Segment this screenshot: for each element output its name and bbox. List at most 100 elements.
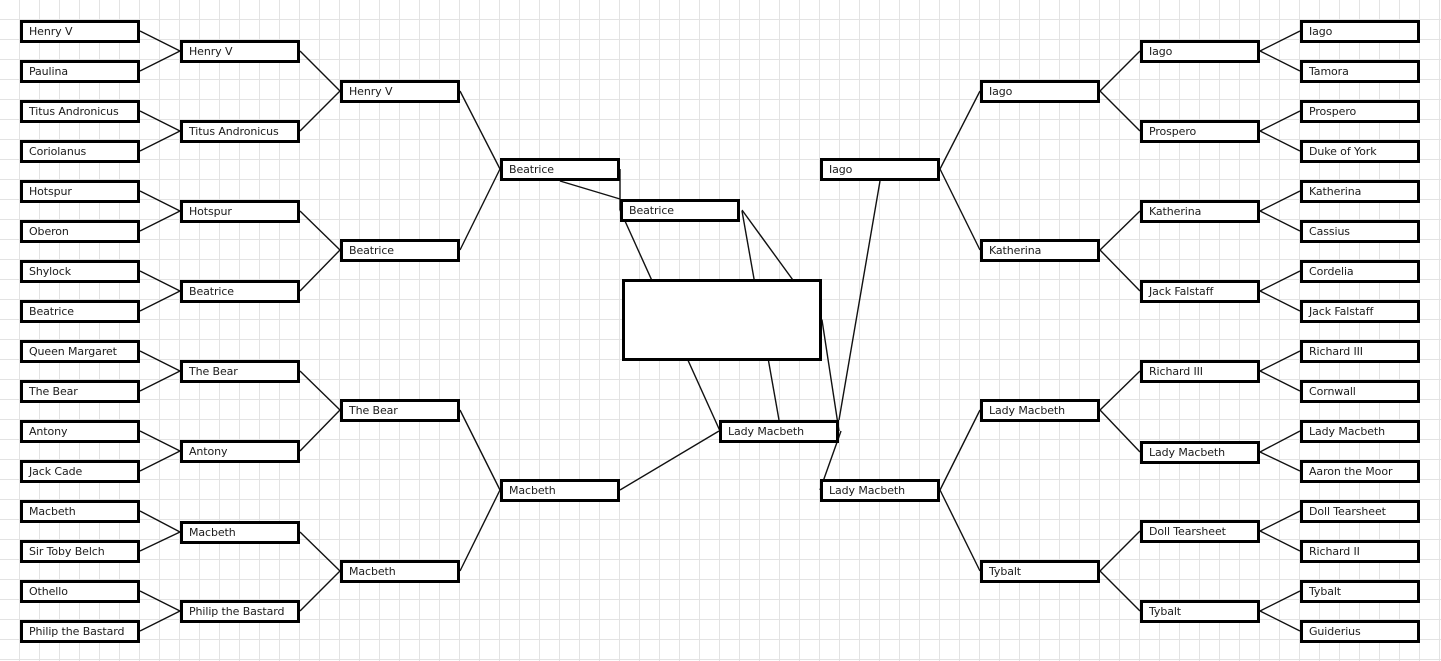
- bracket-node-left-round1-14-othello[interactable]: Othello: [20, 580, 140, 603]
- bracket-node-right-round2-13-richard-ii[interactable]: Richard II: [1300, 540, 1420, 563]
- bracket-connector: [559, 180, 621, 200]
- bracket-connector: [1259, 350, 1301, 372]
- bracket-node-left-round1-6-shylock[interactable]: Shylock: [20, 260, 140, 283]
- bracket-node-label: Paulina: [29, 65, 68, 78]
- bracket-node-label: Doll Tearsheet: [1149, 525, 1226, 538]
- bracket-node-right-round3-2-katherina[interactable]: Katherina: [1140, 200, 1260, 223]
- bracket-node-left-round2-0-henry-v[interactable]: Henry V: [180, 40, 300, 63]
- bracket-node-left-round1-3-coriolanus[interactable]: Coriolanus: [20, 140, 140, 163]
- bracket-node-left-round4-1-macbeth[interactable]: Macbeth: [500, 479, 620, 502]
- bracket-connector: [139, 30, 181, 52]
- bracket-node-left-round3-1-beatrice[interactable]: Beatrice: [340, 239, 460, 262]
- bracket-connector: [299, 90, 341, 132]
- bracket-node-label: Lady Macbeth: [1309, 425, 1385, 438]
- bracket-node-right-round2-14-tybalt[interactable]: Tybalt: [1300, 580, 1420, 603]
- bracket-node-left-round2-7-philip-the-bastard[interactable]: Philip the Bastard: [180, 600, 300, 623]
- bracket-node-right-round2-3-duke-of-york[interactable]: Duke of York: [1300, 140, 1420, 163]
- bracket-node-label: Tamora: [1309, 65, 1349, 78]
- bracket-node-left-round2-1-titus-andronicus[interactable]: Titus Andronicus: [180, 120, 300, 143]
- bracket-node-label: Tybalt: [1309, 585, 1342, 598]
- bracket-node-label: Doll Tearsheet: [1309, 505, 1386, 518]
- bracket-node-right-round5-1-lady-macbeth[interactable]: Lady Macbeth: [820, 479, 940, 502]
- bracket-connector: [139, 450, 181, 472]
- bracket-node-left-round1-9-the-bear[interactable]: The Bear: [20, 380, 140, 403]
- bracket-node-right-round4-1-katherina[interactable]: Katherina: [980, 239, 1100, 262]
- bracket-node-left-round1-12-macbeth[interactable]: Macbeth: [20, 500, 140, 523]
- bracket-node-left-round1-7-beatrice[interactable]: Beatrice: [20, 300, 140, 323]
- bracket-node-label: Guiderius: [1309, 625, 1361, 638]
- bracket-node-left-round5-0-beatrice[interactable]: Beatrice: [620, 199, 740, 222]
- bracket-node-label: Katherina: [1309, 185, 1362, 198]
- bracket-node-right-round3-1-prospero[interactable]: Prospero: [1140, 120, 1260, 143]
- bracket-node-label: Henry V: [189, 45, 233, 58]
- bracket-connector: [459, 409, 501, 491]
- bracket-node-left-round2-3-beatrice[interactable]: Beatrice: [180, 280, 300, 303]
- bracket-node-left-round2-5-antony[interactable]: Antony: [180, 440, 300, 463]
- bracket-connector: [1259, 610, 1301, 632]
- bracket-node-right-round3-4-richard-iii[interactable]: Richard III: [1140, 360, 1260, 383]
- bracket-node-left-round1-1-paulina[interactable]: Paulina: [20, 60, 140, 83]
- bracket-node-right-round4-2-lady-macbeth[interactable]: Lady Macbeth: [980, 399, 1100, 422]
- bracket-node-left-round1-5-oberon[interactable]: Oberon: [20, 220, 140, 243]
- bracket-node-left-round1-0-henry-v[interactable]: Henry V: [20, 20, 140, 43]
- bracket-node-left-round1-11-jack-cade[interactable]: Jack Cade: [20, 460, 140, 483]
- bracket-connector: [1259, 430, 1301, 453]
- bracket-connector: [939, 90, 981, 170]
- bracket-node-left-round1-8-queen-margaret[interactable]: Queen Margaret: [20, 340, 140, 363]
- bracket-node-left-round3-2-the-bear[interactable]: The Bear: [340, 399, 460, 422]
- bracket-connector: [1259, 451, 1301, 472]
- bracket-node-left-round1-10-antony[interactable]: Antony: [20, 420, 140, 443]
- bracket-connector: [139, 110, 181, 132]
- bracket-node-left-round4-0-beatrice[interactable]: Beatrice: [500, 158, 620, 181]
- bracket-connector: [1099, 570, 1141, 612]
- bracket-connector: [299, 50, 341, 92]
- bracket-node-right-round2-4-katherina[interactable]: Katherina: [1300, 180, 1420, 203]
- bracket-node-right-round3-3-jack-falstaff[interactable]: Jack Falstaff: [1140, 280, 1260, 303]
- bracket-connector: [299, 570, 341, 612]
- bracket-node-right-round4-0-iago[interactable]: Iago: [980, 80, 1100, 103]
- bracket-node-right-round2-7-jack-falstaff[interactable]: Jack Falstaff: [1300, 300, 1420, 323]
- bracket-node-left-round3-3-macbeth[interactable]: Macbeth: [340, 560, 460, 583]
- bracket-node-label: Shylock: [29, 265, 71, 278]
- bracket-node-right-round3-6-doll-tearsheet[interactable]: Doll Tearsheet: [1140, 520, 1260, 543]
- bracket-node-right-round2-15-guiderius[interactable]: Guiderius: [1300, 620, 1420, 643]
- bracket-node-right-round2-12-doll-tearsheet[interactable]: Doll Tearsheet: [1300, 500, 1420, 523]
- bracket-node-left-round2-4-the-bear[interactable]: The Bear: [180, 360, 300, 383]
- bracket-node-label: Prospero: [1309, 105, 1357, 118]
- bracket-node-right-round5-0-iago[interactable]: Iago: [820, 158, 940, 181]
- bracket-node-left-round1-4-hotspur[interactable]: Hotspur: [20, 180, 140, 203]
- bracket-connector: [939, 409, 981, 491]
- bracket-node-champion-empty[interactable]: [622, 279, 822, 361]
- bracket-node-left-round2-6-macbeth[interactable]: Macbeth: [180, 521, 300, 544]
- bracket-node-left-round1-13-sir-toby-belch[interactable]: Sir Toby Belch: [20, 540, 140, 563]
- bracket-node-right-round4-3-tybalt[interactable]: Tybalt: [980, 560, 1100, 583]
- bracket-node-right-round2-9-cornwall[interactable]: Cornwall: [1300, 380, 1420, 403]
- bracket-node-right-round2-0-iago[interactable]: Iago: [1300, 20, 1420, 43]
- bracket-node-right-round3-5-lady-macbeth[interactable]: Lady Macbeth: [1140, 441, 1260, 464]
- bracket-connector: [1259, 210, 1301, 232]
- bracket-node-left-round1-2-titus-andronicus[interactable]: Titus Andronicus: [20, 100, 140, 123]
- bracket-connector: [139, 50, 181, 72]
- bracket-node-right-round2-6-cordelia[interactable]: Cordelia: [1300, 260, 1420, 283]
- bracket-node-label: Tybalt: [1149, 605, 1182, 618]
- bracket-node-right-round3-7-tybalt[interactable]: Tybalt: [1140, 600, 1260, 623]
- bracket-node-left-round1-15-philip-the-bastard[interactable]: Philip the Bastard: [20, 620, 140, 643]
- bracket-node-right-round2-2-prospero[interactable]: Prospero: [1300, 100, 1420, 123]
- bracket-node-left-round2-2-hotspur[interactable]: Hotspur: [180, 200, 300, 223]
- bracket-node-right-round2-10-lady-macbeth[interactable]: Lady Macbeth: [1300, 420, 1420, 443]
- bracket-node-label: Hotspur: [29, 185, 72, 198]
- bracket-node-left-round3-0-henry-v[interactable]: Henry V: [340, 80, 460, 103]
- bracket-node-right-round2-11-aaron-the-moor[interactable]: Aaron the Moor: [1300, 460, 1420, 483]
- bracket-node-right-round2-5-cassius[interactable]: Cassius: [1300, 220, 1420, 243]
- bracket-node-label: Othello: [29, 585, 68, 598]
- bracket-node-label: Richard III: [1149, 365, 1203, 378]
- bracket-node-label: Iago: [829, 163, 853, 176]
- bracket-connector: [299, 249, 341, 292]
- bracket-node-right-round3-0-iago[interactable]: Iago: [1140, 40, 1260, 63]
- bracket-node-right-round2-1-tamora[interactable]: Tamora: [1300, 60, 1420, 83]
- bracket-connector: [939, 489, 981, 572]
- bracket-node-left-round5-1-lady-macbeth[interactable]: Lady Macbeth: [719, 420, 839, 443]
- bracket-node-right-round2-8-richard-iii[interactable]: Richard III: [1300, 340, 1420, 363]
